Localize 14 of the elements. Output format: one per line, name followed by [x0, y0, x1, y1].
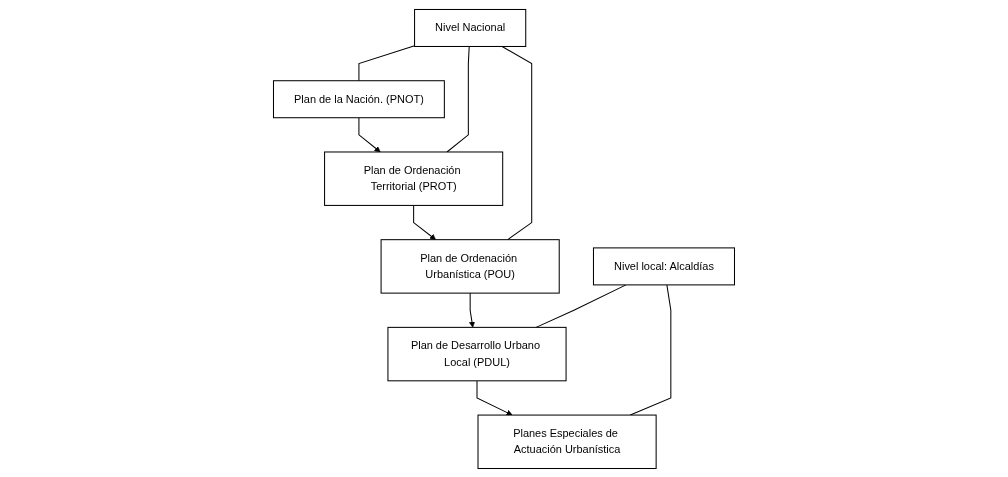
node-box: Nivel Nacional	[414, 8, 527, 47]
arrow	[476, 379, 513, 415]
node-box: Nivel local: Alcaldías	[592, 246, 735, 285]
node-box: Planes Especiales de Actuación Urbanística	[477, 414, 657, 469]
node-box: Plan de la Nación. (PNOT)	[272, 79, 445, 118]
node-box: Plan de Ordenación Urbanística (POU)	[380, 238, 560, 294]
connector	[446, 45, 470, 152]
connector	[501, 45, 533, 240]
node-box: Plan de Ordenación Territorial (PROT)	[324, 150, 504, 206]
connector	[358, 44, 416, 81]
node-box: Plan de Desarrollo Urbano Local (PDUL)	[387, 326, 567, 381]
arrow	[469, 292, 475, 328]
arrow	[358, 116, 381, 152]
arrow	[413, 204, 436, 240]
